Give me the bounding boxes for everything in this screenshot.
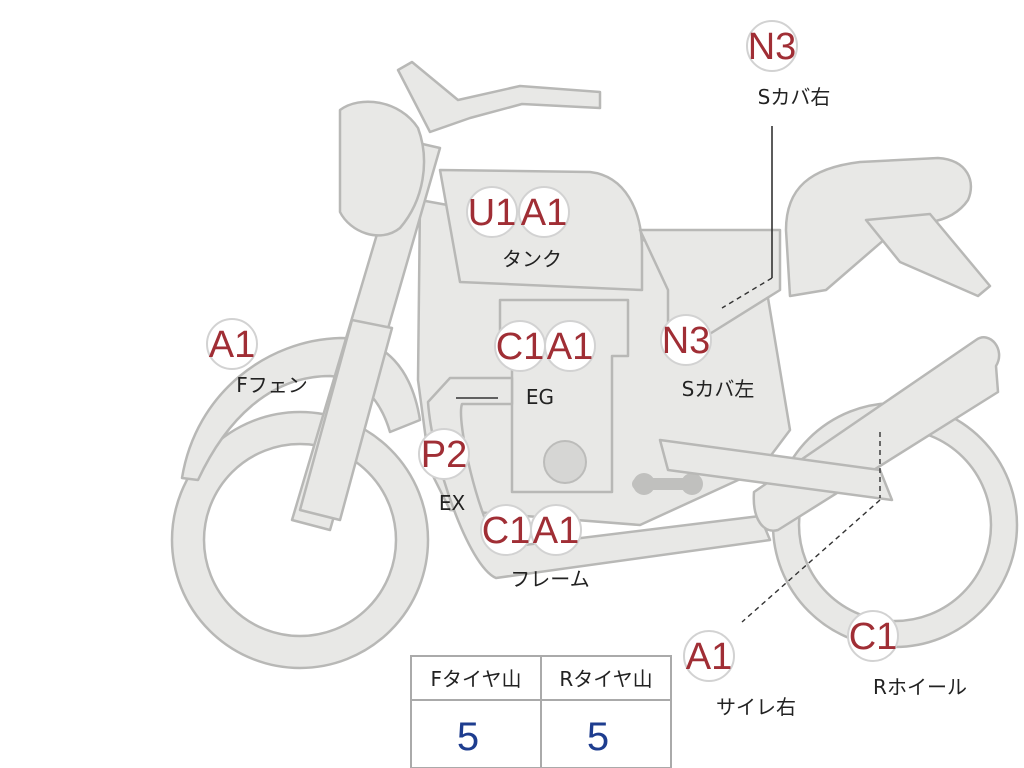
- rear-tire-tread-header: Rタイヤ山: [559, 667, 652, 691]
- code-badge-circle: [683, 630, 735, 682]
- condition-code: N3: [662, 320, 711, 362]
- part-label: EG: [526, 385, 554, 409]
- part-label: Fフェン: [236, 373, 308, 397]
- part-label: フレーム: [510, 567, 589, 591]
- front-tire-tread-value: 5: [457, 715, 479, 759]
- leader-muffler-right-diag: [741, 499, 881, 623]
- code-badge-circle: [847, 610, 899, 662]
- condition-code: A1: [686, 636, 732, 678]
- table-header-rear: [540, 655, 672, 701]
- fork-lower-shape: [298, 318, 394, 522]
- part-label: Sカバ左: [682, 377, 755, 401]
- condition-code: N3: [748, 26, 797, 68]
- condition-code: C1: [482, 510, 531, 552]
- code-badge-circle: [746, 20, 798, 72]
- table-value-front: [410, 699, 542, 768]
- front-tire-tread-header: Fタイヤ山: [431, 667, 522, 691]
- part-annotation-muffler-right: A1 サイレ右: [683, 630, 796, 719]
- part-label: サイレ右: [716, 695, 796, 719]
- part-label: タンク: [502, 247, 562, 271]
- leader-s-cover-right-dash: [721, 277, 773, 309]
- rear-tire-tread-value: 5: [587, 715, 609, 759]
- swingarm-shape: [658, 438, 894, 502]
- leader-lines: [456, 126, 881, 623]
- condition-code: A1: [209, 324, 255, 366]
- condition-code: A1: [521, 192, 567, 234]
- code-badge-circle: [206, 318, 258, 370]
- condition-code: C1: [496, 326, 545, 368]
- tire-tread-table: Fタイヤ山 Rタイヤ山 5 5: [410, 655, 672, 768]
- table-value-rear: [540, 699, 672, 768]
- headlight-shape: [338, 100, 426, 237]
- code-badge-circle: [660, 314, 712, 366]
- condition-code: A1: [547, 326, 593, 368]
- condition-code: P2: [421, 434, 467, 476]
- engine-case: [543, 440, 587, 484]
- condition-code: U1: [468, 192, 517, 234]
- part-label: EX: [439, 491, 466, 515]
- code-badge-circle: [518, 186, 570, 238]
- code-badge-circle: [544, 320, 596, 372]
- code-badge-circle: [530, 504, 582, 556]
- table-header-front: [410, 655, 542, 701]
- part-label: Rホイール: [873, 675, 967, 699]
- condition-code: A1: [533, 510, 579, 552]
- handlebar-shape: [396, 60, 602, 134]
- condition-code: C1: [849, 616, 898, 658]
- tail-shape: [864, 212, 992, 298]
- code-badge-circle: [418, 428, 470, 480]
- code-badge-circle: [466, 186, 518, 238]
- motorcycle-silhouette: [170, 60, 1019, 670]
- part-label: Sカバ右: [758, 85, 831, 109]
